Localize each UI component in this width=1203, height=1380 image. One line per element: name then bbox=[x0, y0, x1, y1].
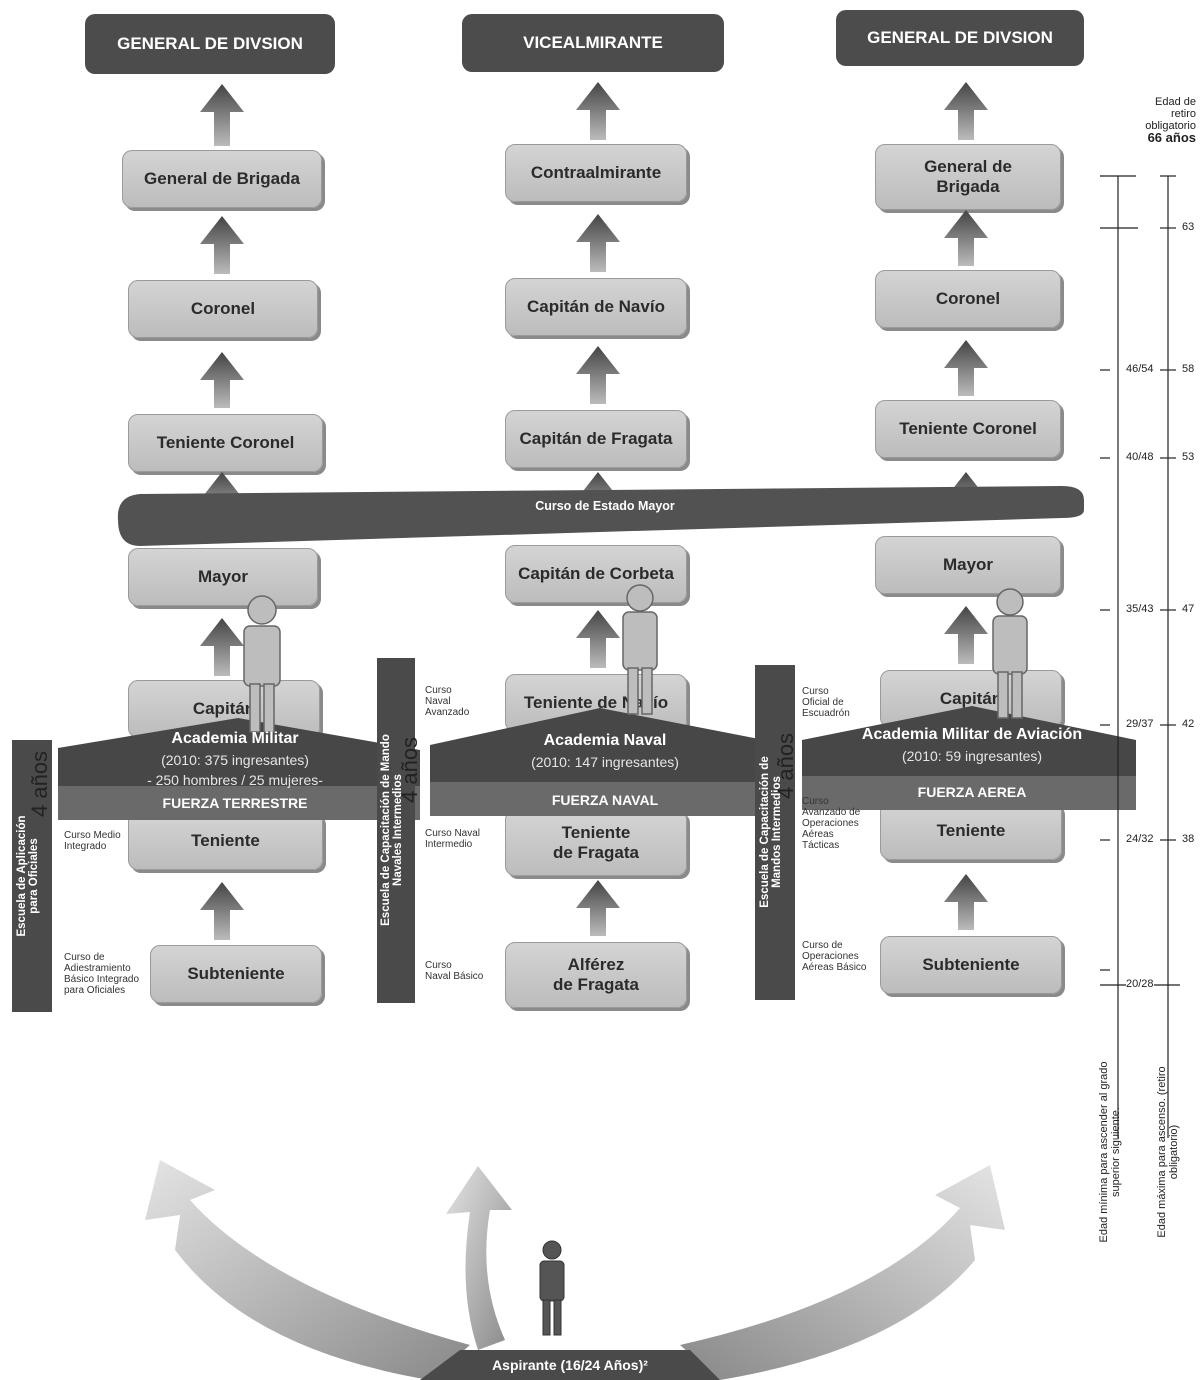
big-arrow-left bbox=[145, 1160, 470, 1380]
top-rank-navy: VICEALMIRANTE bbox=[462, 14, 724, 72]
arrow-a8 bbox=[200, 472, 244, 520]
arrow-n1 bbox=[576, 82, 620, 140]
course-air-tacticas: Curso Avanzado de Operaciones Aéreas Tác… bbox=[802, 796, 861, 851]
academy-navy-title: Academia Naval bbox=[543, 732, 667, 749]
staff-course-label: Curso de Estado Mayor bbox=[535, 499, 675, 513]
years-army: 4 años bbox=[27, 750, 52, 817]
axis-label-max: Edad máxima para ascenso. (retiro obliga… bbox=[1156, 1066, 1180, 1238]
min-age-0: 20/28 bbox=[1126, 978, 1154, 990]
academy-army-sub2: - 250 hombres / 25 mujeres- bbox=[147, 772, 323, 788]
school-navy-label: Escuela de Capacitación de Mando Navales… bbox=[380, 734, 404, 926]
arrow-n7 bbox=[576, 880, 620, 936]
arrow-a1 bbox=[200, 84, 244, 146]
academy-air-title: Academia Militar de Aviación bbox=[861, 726, 1083, 743]
rank-army-teniente: Teniente bbox=[128, 812, 323, 870]
arrow-a3 bbox=[200, 352, 244, 408]
course-air-escuadron: Curso Oficial de Escuadrón bbox=[802, 686, 850, 719]
max-age-3: 53 bbox=[1182, 451, 1195, 463]
course-army-medio: Curso Medio Integrado bbox=[64, 830, 121, 852]
rank-navy-alferez-fragata: Alférez de Fragata bbox=[505, 942, 687, 1008]
max-age-1: 42 bbox=[1182, 718, 1195, 730]
arrow-a5 bbox=[200, 618, 244, 676]
arrow-a2 bbox=[200, 216, 244, 274]
top-rank-army: GENERAL DE DIVSION bbox=[85, 14, 335, 74]
retirement-line1: Edad de bbox=[1155, 96, 1196, 108]
retirement-line2: retiro bbox=[1170, 108, 1196, 120]
axis-label-min: Edad mínima para ascender al grado super… bbox=[1098, 1061, 1122, 1243]
rank-air-capitan: Capitán bbox=[880, 670, 1062, 728]
max-age-4: 58 bbox=[1182, 363, 1195, 375]
arrow-n5 bbox=[576, 610, 620, 668]
aspirant-label: Aspirante (16/24 Años)² bbox=[492, 1357, 648, 1373]
rank-navy-teniente-fragata: Teniente de Fragata bbox=[505, 810, 687, 876]
rank-navy-teniente-navio: Teniente de Navío bbox=[505, 674, 687, 732]
school-air-bar bbox=[755, 665, 795, 1000]
academy-navy-sub1: (2010: 147 ingresantes) bbox=[531, 754, 679, 770]
rank-air-teniente-coronel: Teniente Coronel bbox=[875, 400, 1061, 458]
arrow-f4 bbox=[944, 472, 988, 520]
rank-air-mayor: Mayor bbox=[875, 536, 1061, 594]
max-age-0: 38 bbox=[1182, 833, 1195, 845]
arrow-n3 bbox=[576, 346, 620, 404]
top-rank-airforce: GENERAL DE DIVSION bbox=[836, 10, 1084, 66]
rank-air-general-brigada: General de Brigada bbox=[875, 144, 1061, 210]
course-navy-intermedio: Curso Naval Intermedio bbox=[425, 828, 481, 850]
max-age-5: 63 bbox=[1182, 221, 1195, 233]
rank-navy-capitan-fragata: Capitán de Fragata bbox=[505, 410, 687, 468]
rank-navy-capitan-corbeta: Capitán de Corbeta bbox=[505, 545, 687, 603]
rank-army-teniente-coronel: Teniente Coronel bbox=[128, 414, 323, 472]
arrow-f7 bbox=[944, 874, 988, 930]
age-scale bbox=[1100, 175, 1180, 1138]
min-age-1: 24/32 bbox=[1126, 833, 1154, 845]
big-arrow-right bbox=[680, 1165, 1005, 1380]
rank-air-subteniente: Subteniente bbox=[880, 936, 1062, 994]
arrow-f1 bbox=[944, 82, 988, 140]
force-air: FUERZA AEREA bbox=[917, 784, 1027, 800]
force-navy: FUERZA NAVAL bbox=[551, 792, 659, 808]
arrow-f3 bbox=[944, 340, 988, 396]
rank-army-coronel: Coronel bbox=[128, 280, 318, 338]
school-navy-bar bbox=[377, 658, 415, 1003]
figure-aspirant bbox=[539, 1240, 565, 1336]
years-air: 4 años bbox=[773, 732, 798, 799]
academy-air-sub1: (2010: 59 ingresantes) bbox=[901, 748, 1043, 764]
rank-army-mayor: Mayor bbox=[128, 548, 318, 606]
big-arrow-center bbox=[446, 1166, 512, 1350]
min-age-3: 35/43 bbox=[1126, 603, 1154, 615]
arrow-a7 bbox=[200, 882, 244, 940]
arrow-f2 bbox=[944, 210, 988, 266]
min-age-2: 29/37 bbox=[1126, 718, 1154, 730]
max-age-2: 47 bbox=[1182, 603, 1195, 615]
retirement-line4: 66 años bbox=[1147, 130, 1196, 145]
years-navy: 4 años bbox=[397, 736, 422, 803]
rank-navy-contraalmirante: Contraalmirante bbox=[505, 144, 687, 202]
min-age-4: 40/48 bbox=[1126, 451, 1154, 463]
retirement-note: Edad de retiro obligatorio 66 años bbox=[1100, 96, 1196, 144]
arrow-n2 bbox=[576, 214, 620, 272]
rank-navy-capitan-navio: Capitán de Navío bbox=[505, 278, 687, 336]
course-navy-basico: Curso Naval Básico bbox=[425, 960, 484, 982]
academy-army-sub1: (2010: 375 ingresantes) bbox=[161, 752, 309, 768]
rank-army-general-brigada: General de Brigada bbox=[122, 150, 322, 208]
course-air-basico: Curso de Operaciones Aéreas Básico bbox=[802, 940, 867, 973]
academy-army-title: Academia Militar bbox=[171, 730, 299, 747]
course-army-basico: Curso de Adiestramiento Básico Integrado… bbox=[64, 952, 140, 996]
min-age-5: 46/54 bbox=[1126, 363, 1154, 375]
school-air-label: Escuela de Capacitación de Mandos Interm… bbox=[759, 756, 783, 908]
course-navy-avanzado: Curso Naval Avanzado bbox=[425, 685, 470, 718]
school-army-bar bbox=[12, 740, 52, 1012]
rank-army-subteniente: Subteniente bbox=[150, 945, 322, 1003]
retirement-line3: obligatorio bbox=[1145, 120, 1196, 132]
force-army: FUERZA TERRESTRE bbox=[162, 795, 308, 811]
arrow-f5 bbox=[944, 606, 988, 664]
rank-air-coronel: Coronel bbox=[875, 270, 1061, 328]
rank-air-teniente: Teniente bbox=[880, 802, 1062, 860]
